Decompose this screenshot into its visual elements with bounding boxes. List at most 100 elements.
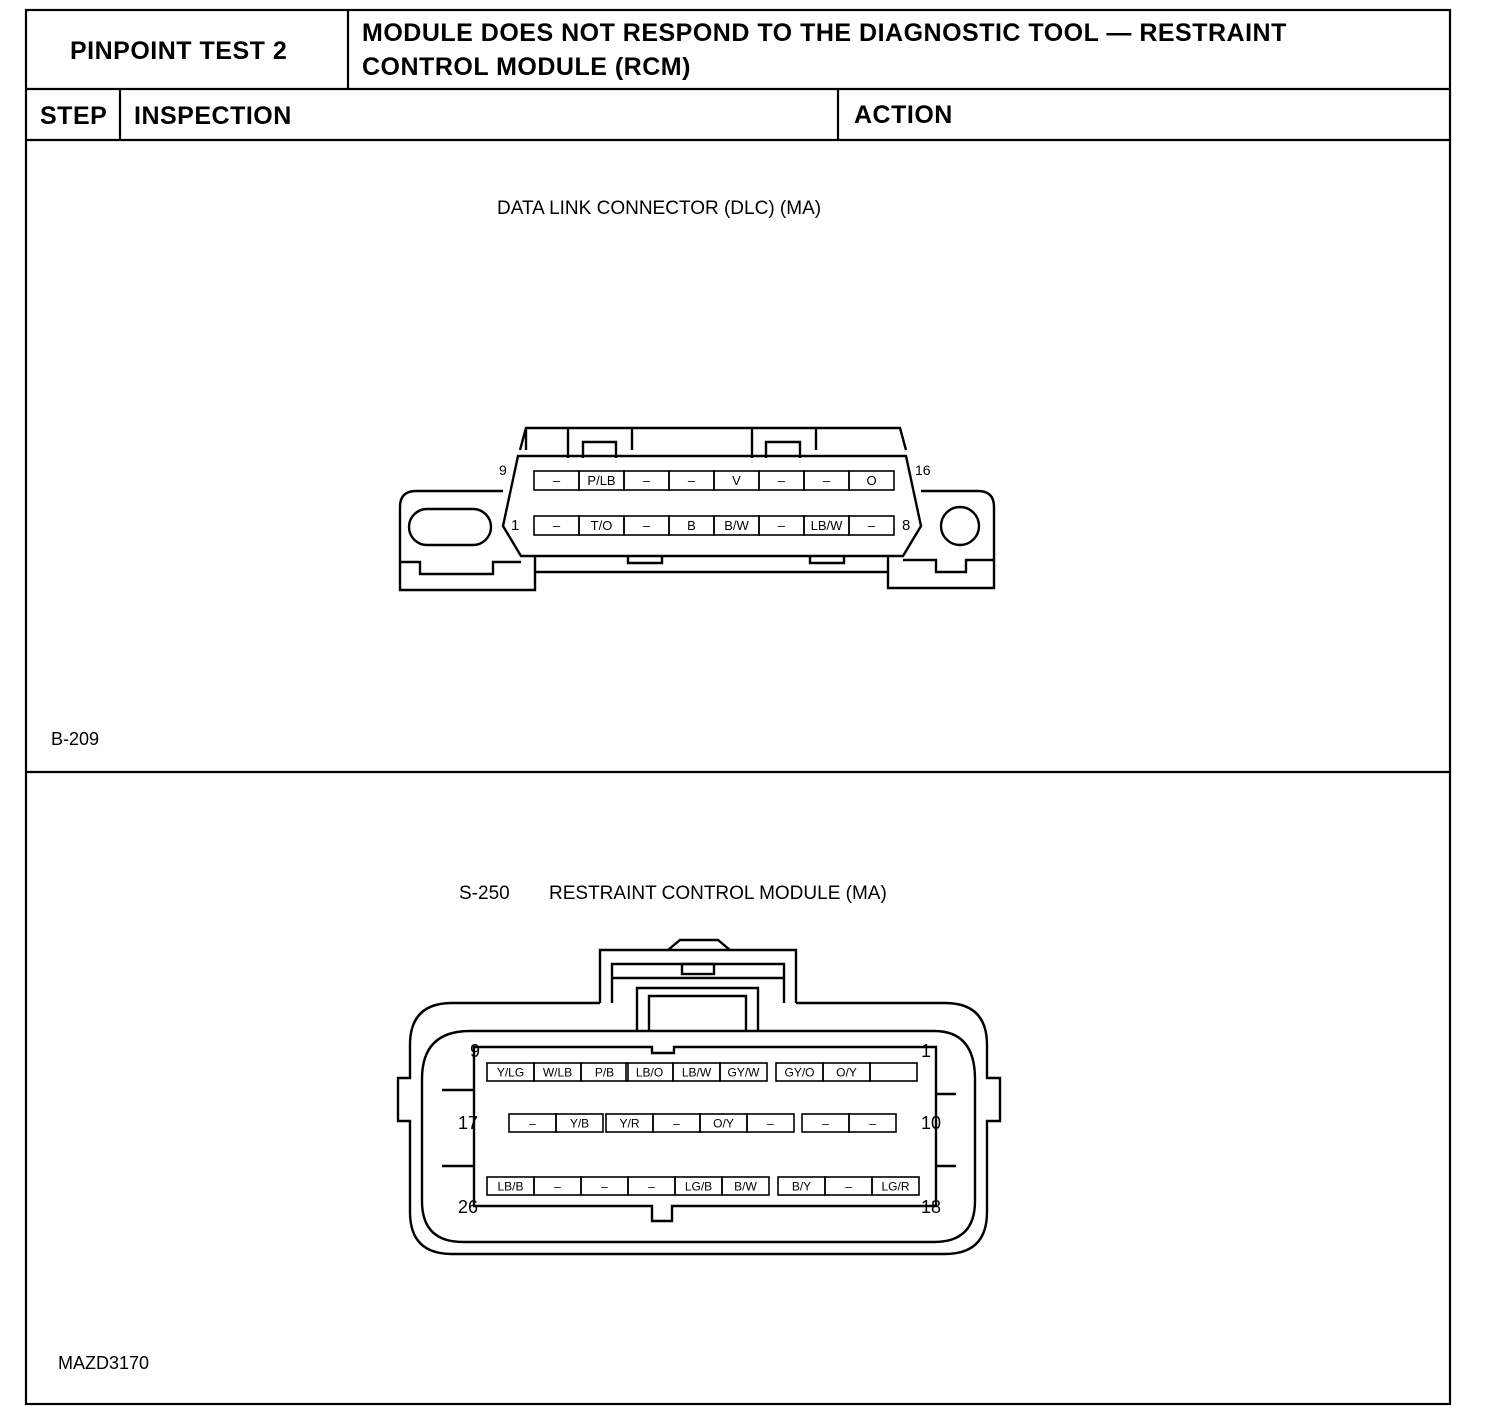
rcm-row2-pin-4-label: –: [673, 1116, 680, 1130]
dlc-pin-label-1: 1: [511, 517, 520, 534]
dlc-pin-top-15-label: –: [823, 473, 831, 488]
rcm-row3-pin-2: –: [533, 1176, 582, 1196]
dlc-pin-top-12-label: –: [688, 473, 696, 488]
rcm-pin-cells: Y/LG W/LB P/B LB/O LB/W GY/W GY/O O/Y – Y/B Y/R – O/…: [486, 1062, 920, 1196]
rcm-pin-label-18: 18: [921, 1197, 942, 1217]
dlc-pin-top-9-label: –: [553, 473, 561, 488]
rcm-row2-pin-3: Y/R: [605, 1113, 654, 1133]
rcm-row2-pin-8: –: [848, 1113, 897, 1133]
rcm-row3-pin-4-label: –: [648, 1179, 655, 1193]
rcm-row2-pin-5-label: O/Y: [713, 1116, 734, 1130]
rcm-row2-pin-7-label: –: [822, 1116, 829, 1130]
rcm-row3-pin-8-label: –: [845, 1179, 852, 1193]
rcm-row2-pin-6: –: [746, 1113, 795, 1133]
rcm-row2-pin-7: –: [801, 1113, 850, 1133]
rcm-row1-pin-6-label: GY/W: [728, 1065, 761, 1079]
table-frame: [24, 8, 1452, 1406]
dlc-pin-top-9: –: [533, 470, 580, 491]
column-action-header: ACTION: [854, 101, 953, 129]
rcm-row1-pin-8: O/Y: [822, 1062, 871, 1082]
rcm-row3-pin-3: –: [580, 1176, 629, 1196]
rcm-row1-pin-8-label: O/Y: [836, 1065, 857, 1079]
dlc-pin-top-14: –: [758, 470, 805, 491]
rcm-row3-pin-1: LB/B: [486, 1176, 535, 1196]
rcm-pin-label-17: 17: [458, 1113, 479, 1133]
dlc-pin-bottom-2-label: T/O: [591, 518, 613, 533]
rcm-row2-pin-5: O/Y: [699, 1113, 748, 1133]
rcm-row3-pin-9-label: LG/R: [881, 1179, 909, 1193]
dlc-pin-bottom-5-label: B/W: [724, 518, 749, 533]
dlc-pin-label-16: 16: [915, 462, 931, 478]
column-step-header: STEP: [40, 102, 108, 130]
rcm-connector-code: S-250: [459, 883, 510, 904]
dlc-pin-bottom-2: T/O: [578, 515, 625, 536]
dlc-pin-bottom-6: –: [758, 515, 805, 536]
dlc-pin-cells: – P/LB – – V – – O – T/O – B B/W – LB/W –: [533, 470, 895, 536]
dlc-pin-top-14-label: –: [778, 473, 786, 488]
dlc-pin-bottom-6-label: –: [778, 518, 786, 533]
rcm-row1-pin-5-label: LB/W: [682, 1065, 712, 1079]
test-title-line-1: MODULE DOES NOT RESPOND TO THE DIAGNOSTI…: [362, 19, 1287, 47]
rcm-row3-pin-9: LG/R: [871, 1176, 920, 1196]
rcm-row1-pin-4-label: LB/O: [636, 1065, 663, 1079]
test-title-line-2: CONTROL MODULE (RCM): [362, 53, 691, 81]
dlc-pin-bottom-4-label: B: [687, 518, 696, 533]
rcm-row3-pin-8: –: [824, 1176, 873, 1196]
dlc-pin-top-11-label: –: [643, 473, 651, 488]
dlc-pin-label-9: 9: [499, 462, 507, 478]
dlc-pin-top-13: V: [713, 470, 760, 491]
dlc-pin-top-16: O: [848, 470, 895, 491]
rcm-row1-pin-3: P/B: [580, 1062, 629, 1082]
rcm-row3-pin-7-label: B/Y: [792, 1179, 811, 1193]
rcm-row3-pin-5-label: LG/B: [685, 1179, 712, 1193]
rcm-row1-pin-5: LB/W: [672, 1062, 721, 1082]
dlc-pin-bottom-7-label: LB/W: [811, 518, 844, 533]
dlc-pin-top-16-label: O: [866, 473, 876, 488]
rcm-row1-pin-2-label: W/LB: [543, 1065, 572, 1079]
rcm-pin-label-1: 1: [921, 1041, 932, 1061]
dlc-pin-bottom-8: –: [848, 515, 895, 536]
dlc-pin-top-12: –: [668, 470, 715, 491]
rcm-row1-pin-7: GY/O: [775, 1062, 824, 1082]
rcm-pin-label-26: 26: [458, 1197, 479, 1217]
dlc-pin-bottom-3: –: [623, 515, 670, 536]
dlc-pin-bottom-1: –: [533, 515, 580, 536]
rcm-row1-pin-2: W/LB: [533, 1062, 582, 1082]
figure-id: MAZD3170: [58, 1353, 150, 1373]
rcm-pin-label-9: 9: [470, 1041, 481, 1061]
dlc-connector-drawing: [398, 426, 996, 592]
rcm-row2-pin-4: –: [652, 1113, 701, 1133]
pinpoint-test-label: PINPOINT TEST 2: [70, 37, 288, 65]
rcm-row2-pin-8-label: –: [869, 1116, 876, 1130]
rcm-row2-pin-6-label: –: [767, 1116, 774, 1130]
rcm-row3-pin-4: –: [627, 1176, 676, 1196]
dlc-pin-label-8: 8: [902, 517, 911, 534]
rcm-row3-pin-3-label: –: [601, 1179, 608, 1193]
dlc-pin-bottom-7: LB/W: [803, 515, 850, 536]
rcm-row2-pin-3-label: Y/R: [619, 1116, 639, 1130]
dlc-title: DATA LINK CONNECTOR (DLC) (MA): [497, 198, 822, 219]
rcm-connector-drawing: [396, 938, 1002, 1256]
dlc-figure-code: B-209: [51, 729, 100, 749]
rcm-row2-pin-1: –: [508, 1113, 557, 1133]
rcm-row1-pin-1-label: Y/LG: [497, 1065, 524, 1079]
rcm-row3-pin-2-label: –: [554, 1179, 561, 1193]
dlc-pin-bottom-8-label: –: [868, 518, 876, 533]
rcm-pin-label-10: 10: [921, 1113, 942, 1133]
rcm-title: RESTRAINT CONTROL MODULE (MA): [549, 883, 887, 904]
dlc-pin-bottom-4: B: [668, 515, 715, 536]
rcm-row2-pin-1-label: –: [529, 1116, 536, 1130]
rcm-row1-pin-9: [869, 1062, 918, 1082]
rcm-row1-pin-6: GY/W: [719, 1062, 768, 1082]
rcm-row2-pin-2: Y/B: [555, 1113, 604, 1133]
dlc-pin-top-10-label: P/LB: [587, 473, 615, 488]
rcm-row1-pin-3-label: P/B: [595, 1065, 614, 1079]
dlc-pin-top-11: –: [623, 470, 670, 491]
rcm-row3-pin-1-label: LB/B: [497, 1179, 523, 1193]
rcm-row3-pin-5: LG/B: [674, 1176, 723, 1196]
rcm-row2-pin-2-label: Y/B: [570, 1116, 589, 1130]
dlc-pin-bottom-3-label: –: [643, 518, 651, 533]
dlc-pin-bottom-1-label: –: [553, 518, 561, 533]
dlc-pin-bottom-5: B/W: [713, 515, 760, 536]
